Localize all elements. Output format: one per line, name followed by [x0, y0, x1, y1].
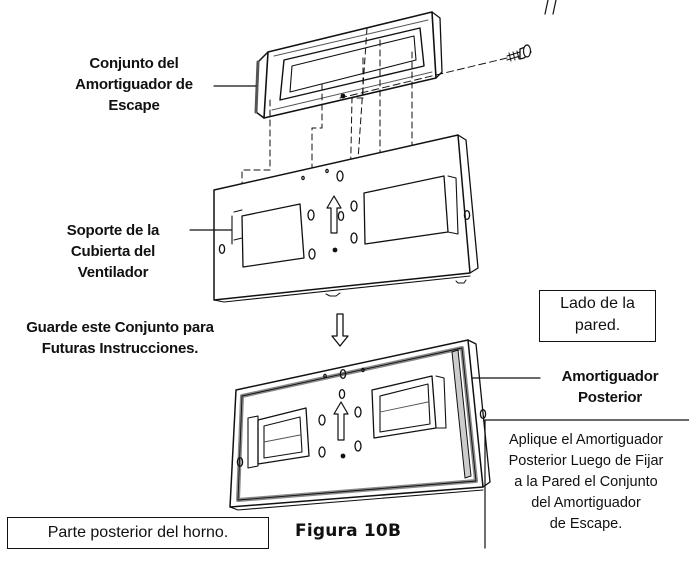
- note-border: [484, 419, 689, 549]
- exhaust-damper-part: [254, 11, 443, 119]
- fan-cover-bracket-part: [213, 134, 479, 303]
- up-arrow-icon: [326, 195, 342, 234]
- rear-damper-label: Amortiguador Posterior: [561, 368, 659, 406]
- down-arrow-icon: [331, 313, 349, 347]
- wall-side-box: Lado de la pared.: [539, 290, 656, 342]
- apply-rear-damper-note: Aplique el Amortiguador Posterior Luego …: [508, 432, 664, 532]
- exhaust-damper-label: Conjunto del Amortiguador de Escape: [75, 55, 193, 114]
- assembled-bracket-part: [229, 339, 491, 511]
- save-assembly-label: Guarde este Conjunto para Futuras Instru…: [26, 319, 214, 357]
- up-arrow-icon: [333, 401, 349, 441]
- figure-caption: Figura 10B: [295, 521, 402, 541]
- oven-rear-box: Parte posterior del horno.: [7, 517, 269, 549]
- screw-icon: [506, 44, 532, 62]
- fan-cover-bracket-label: Soporte de la Cubierta del Ventilador: [66, 222, 160, 281]
